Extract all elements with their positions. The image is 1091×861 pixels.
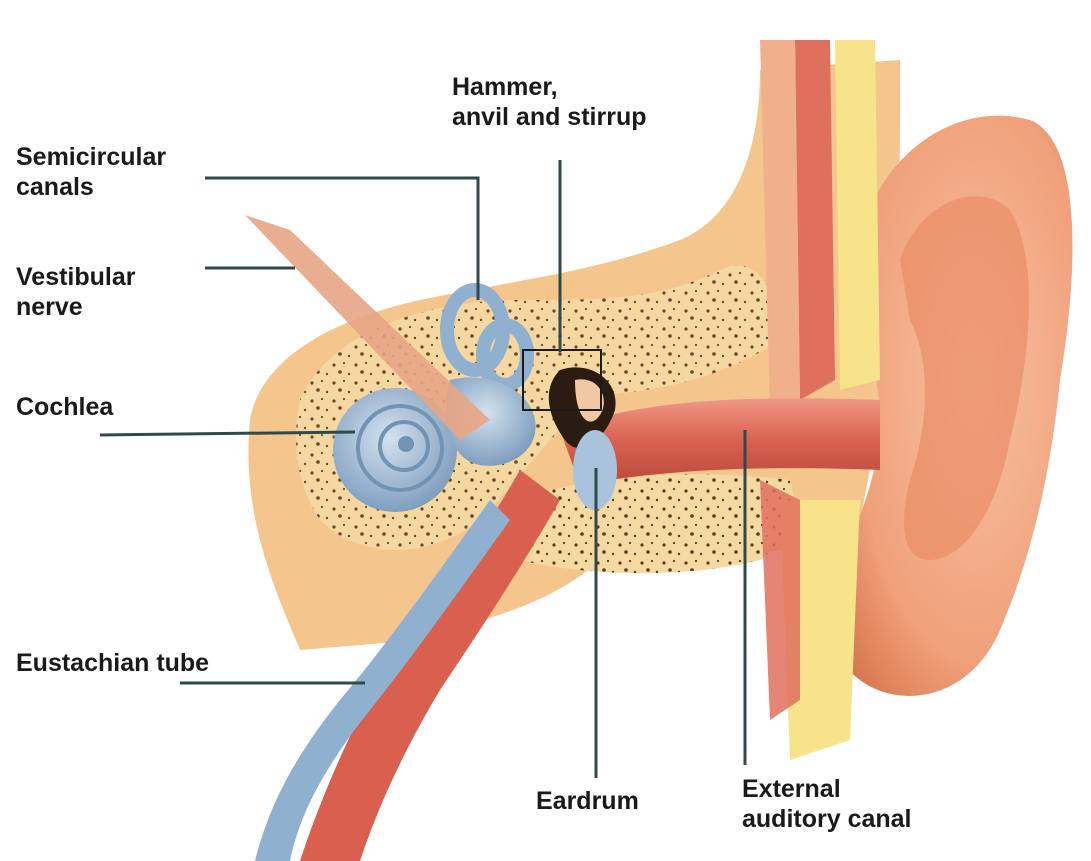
label-semicircular-line-2: canals: [16, 172, 166, 202]
label-eardrum: Eardrum: [536, 786, 639, 816]
label-eustachian-tube: Eustachian tube: [16, 648, 209, 678]
label-external-line-1: External: [742, 774, 912, 804]
label-cochlea: Cochlea: [16, 392, 113, 422]
label-external-line-2: auditory canal: [742, 804, 912, 834]
label-eardrum-text: Eardrum: [536, 786, 639, 816]
lower-red-layer: [760, 480, 800, 720]
label-hammer-anvil-stirrup: Hammer, anvil and stirrup: [452, 72, 646, 132]
label-semicircular-line-1: Semicircular: [16, 142, 166, 172]
label-hammer-line-2: anvil and stirrup: [452, 102, 646, 132]
label-vestibular-line-2: nerve: [16, 292, 136, 322]
scalp-red-layer: [795, 40, 835, 400]
label-vestibular-nerve: Vestibular nerve: [16, 262, 136, 322]
label-cochlea-text: Cochlea: [16, 392, 113, 422]
lower-bone: [520, 474, 794, 573]
label-eustachian-text: Eustachian tube: [16, 648, 209, 678]
label-hammer-line-1: Hammer,: [452, 72, 646, 102]
label-semicircular-canals: Semicircular canals: [16, 142, 166, 202]
label-external-auditory-canal: External auditory canal: [742, 774, 912, 834]
scalp-yellow-layer: [835, 40, 880, 390]
label-vestibular-line-1: Vestibular: [16, 262, 136, 292]
